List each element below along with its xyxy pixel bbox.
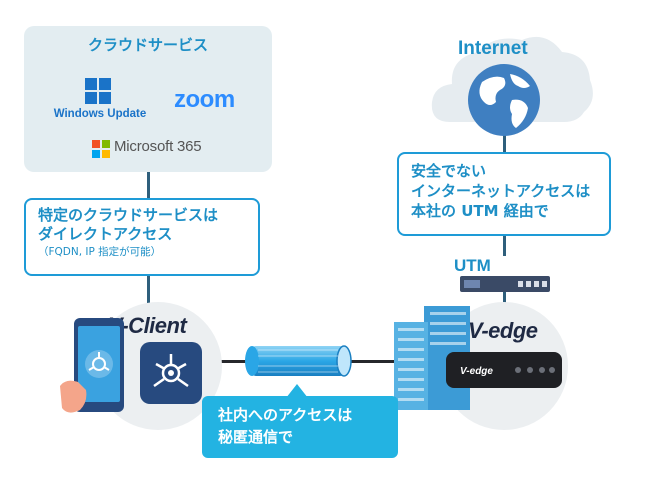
microsoft-365-label: Microsoft 365 [114,138,202,155]
direct-access-line-1: 特定のクラウドサービスは [38,206,219,224]
utm-routing-line-3: 本社の UTM 経由で [411,202,549,220]
windows-update-label: Windows Update [53,108,147,120]
connector-line-left [147,172,150,200]
direct-access-line-3: （FQDN, IP 指定が可能） [38,246,162,258]
utm-appliance-icon [460,276,550,292]
app-icon [140,342,202,404]
bubble-pointer [286,384,308,398]
utm-routing-line-2: インターネットアクセスは [411,182,591,200]
router-icon: V-edge [446,352,562,388]
connector-line-right-top [503,120,506,154]
cloud-services-panel: クラウドサービス [24,26,272,172]
utm-label: UTM [454,256,491,275]
secure-access-line-1: 社内へのアクセスは [218,406,353,424]
utm-routing-note: 安全でない インターネットアクセスは 本社の UTM 経由で [397,152,611,236]
connector-line-right-lower [503,290,506,308]
globe-icon [468,64,540,136]
cloud-services-title: クラウドサービス [87,36,208,54]
microsoft-icon [92,140,110,158]
secure-access-bubble: 社内へのアクセスは 秘匿通信で [202,396,398,458]
secure-access-line-2: 秘匿通信で [218,428,294,446]
direct-access-line-2: ダイレクトアクセス [38,225,173,243]
connector-line-right-mid [503,236,506,256]
windows-icon [85,78,111,104]
direct-access-note: 特定のクラウドサービスは ダイレクトアクセス （FQDN, IP 指定が可能） [24,198,260,276]
internet-label: Internet [458,38,528,59]
smartphone-icon [60,318,124,413]
zoom-logo: zoom [174,86,235,113]
vedge-brand: V-edge [468,318,538,343]
tunnel-icon [245,345,352,377]
utm-routing-line-1: 安全でない [411,162,487,180]
router-device-label: V-edge [460,366,493,377]
connector-line-left-lower [147,276,150,306]
